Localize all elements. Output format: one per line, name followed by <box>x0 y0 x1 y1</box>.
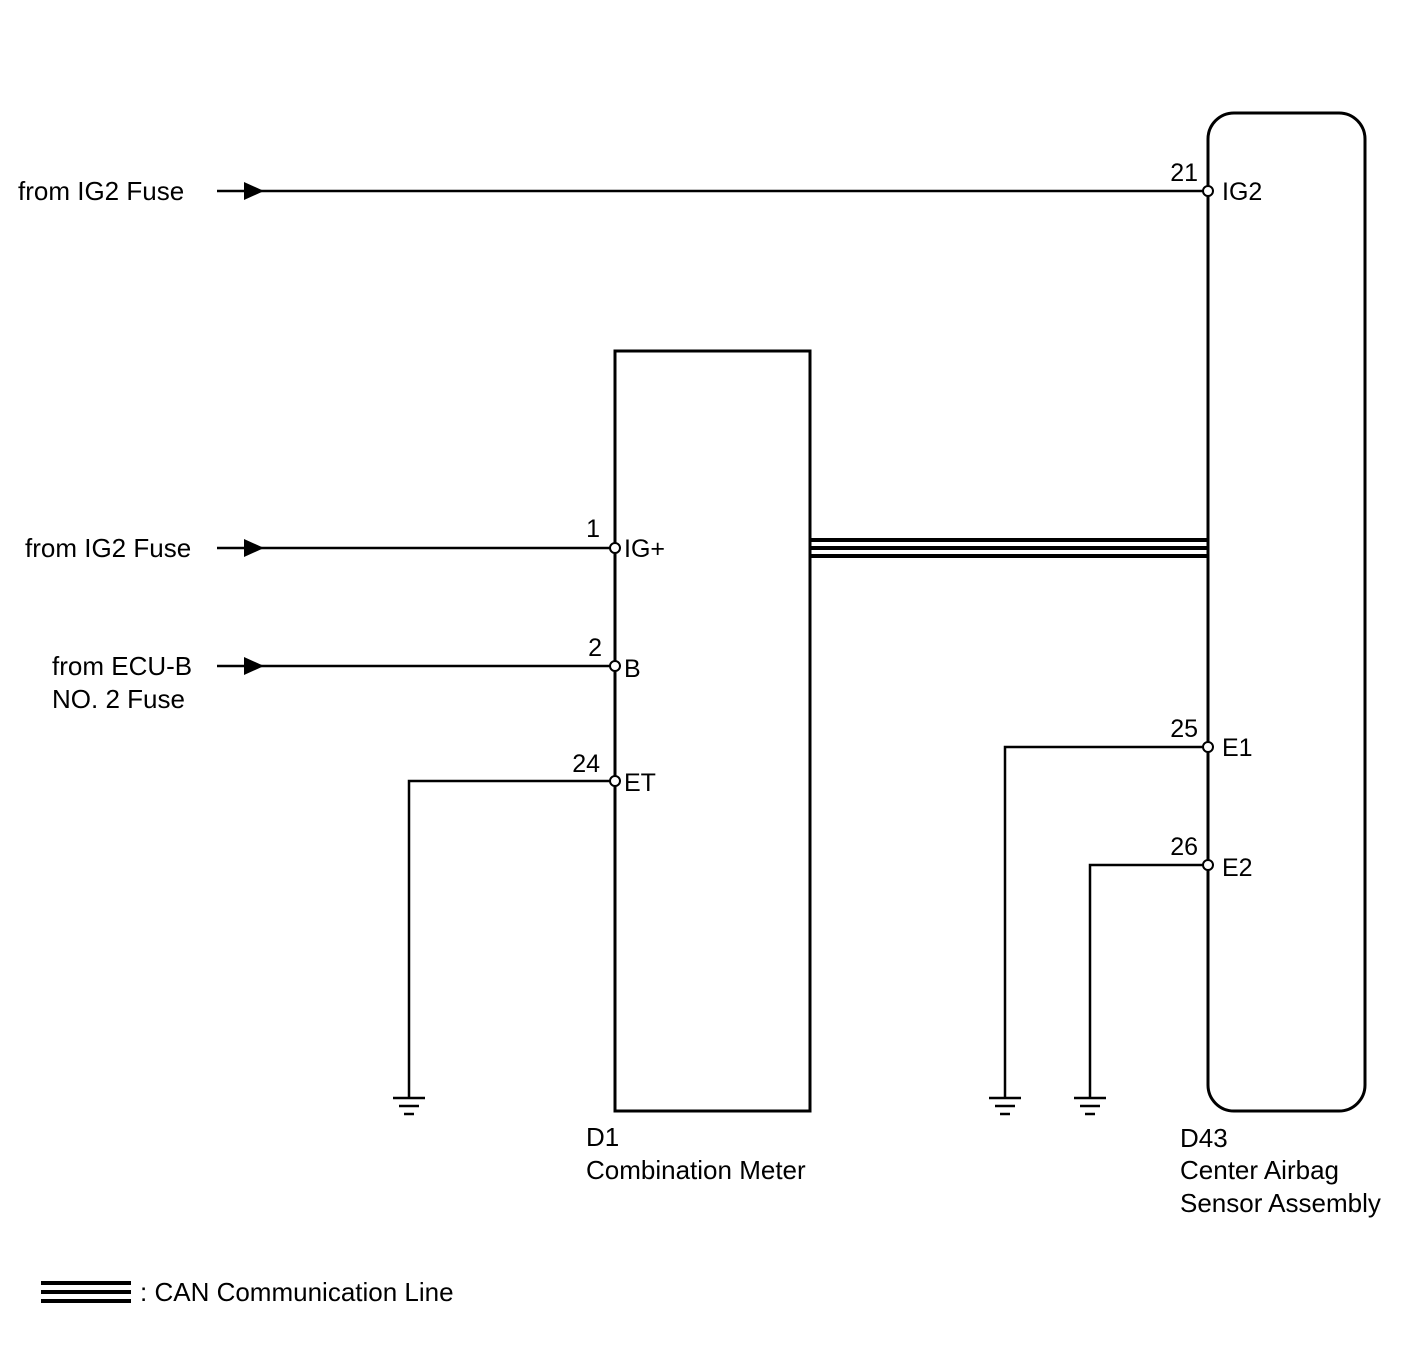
pin-number-b: 2 <box>588 634 602 662</box>
ground-icon <box>393 1096 425 1116</box>
airbag-ground-e1-wire <box>989 745 1208 1116</box>
ground-icon <box>989 1096 1021 1116</box>
can-communication-line <box>810 538 1208 558</box>
airbag-name-line1: Center Airbag <box>1180 1155 1339 1185</box>
pin-name-e1: E1 <box>1222 734 1253 762</box>
terminal-e2 <box>1202 859 1214 871</box>
meter-name: Combination Meter <box>586 1155 806 1185</box>
arrow-right-icon <box>244 657 264 675</box>
pin-number-ig2: 21 <box>1170 159 1198 187</box>
can-line-legend-icon <box>41 1281 131 1303</box>
airbag-sensor-box <box>1206 111 1367 1113</box>
meter-ground-wire <box>393 779 615 1116</box>
terminal-et <box>609 775 621 787</box>
airbag-name-line2: Sensor Assembly <box>1180 1188 1381 1218</box>
terminal-e1 <box>1202 741 1214 753</box>
source-label-ig2-top: from IG2 Fuse <box>18 176 184 206</box>
source-label-ig2-meter: from IG2 Fuse <box>25 533 191 563</box>
pin-number-ig-plus: 1 <box>586 515 600 543</box>
pin-name-b: B <box>624 655 641 683</box>
meter-code: D1 <box>586 1122 619 1152</box>
pin-name-ig2: IG2 <box>1222 178 1262 206</box>
pin-number-et: 24 <box>572 750 600 778</box>
pin-name-et: ET <box>624 769 656 797</box>
terminal-ig2 <box>1202 185 1214 197</box>
ground-icon <box>1074 1096 1106 1116</box>
legend-label: : CAN Communication Line <box>140 1277 454 1307</box>
pin-number-e2: 26 <box>1170 833 1198 861</box>
terminal-ig-plus <box>609 542 621 554</box>
terminal-b <box>609 660 621 672</box>
pin-name-e2: E2 <box>1222 854 1253 882</box>
legend: : CAN Communication Line <box>41 1277 454 1307</box>
ig2-feed-airbag: from IG2 Fuse <box>18 176 1208 206</box>
source-label-ecu-b-line1: from ECU-B <box>52 651 192 681</box>
pin-name-ig-plus: IG+ <box>624 535 665 563</box>
combination-meter-box <box>613 349 812 1113</box>
airbag-code: D43 <box>1180 1123 1228 1153</box>
ecu-b-feed-meter: from ECU-B NO. 2 Fuse <box>52 651 615 714</box>
arrow-right-icon <box>244 539 264 557</box>
airbag-ground-e2-wire <box>1074 863 1208 1116</box>
ig2-feed-meter: from IG2 Fuse <box>25 533 615 563</box>
arrow-right-icon <box>244 182 264 200</box>
source-label-ecu-b-line2: NO. 2 Fuse <box>52 684 185 714</box>
pin-number-e1: 25 <box>1170 715 1198 743</box>
